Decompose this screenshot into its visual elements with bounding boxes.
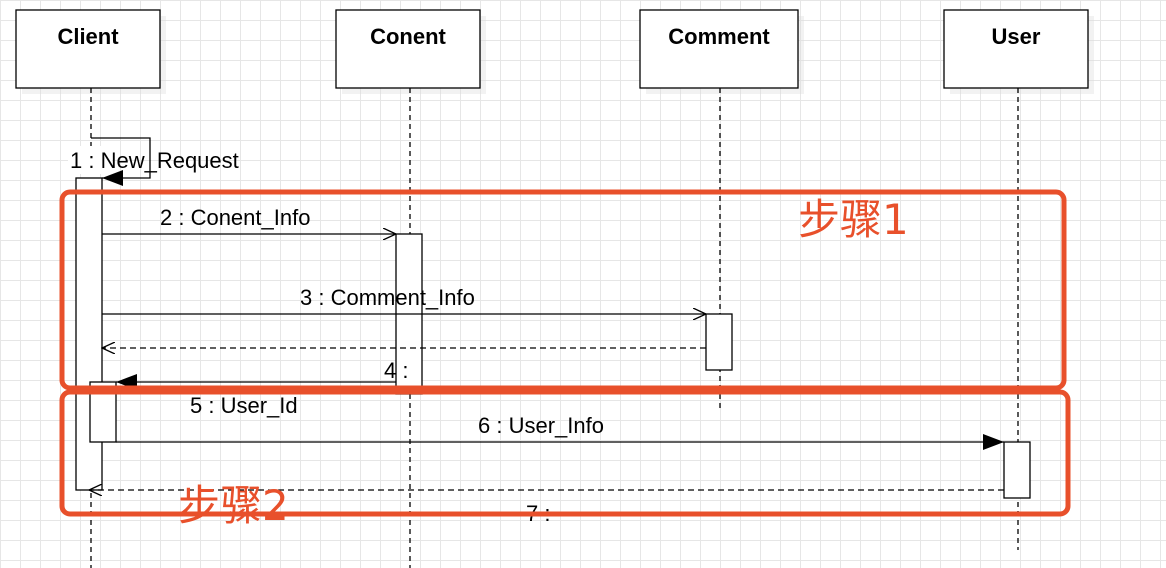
message-label: 2 : Conent_Info: [160, 205, 310, 230]
message-3[interactable]: 3 : Comment_Info: [102, 285, 706, 314]
activation-comment: [705, 313, 733, 371]
step-label: 步骤1: [798, 195, 909, 244]
message-1[interactable]: 1 : New_Request: [68, 137, 239, 186]
participant-label: Client: [57, 24, 119, 49]
activation-user: [1003, 441, 1031, 499]
step-2-highlight: 步骤2: [59, 389, 1071, 530]
message-label: 6 : User_Info: [478, 413, 604, 438]
participant-label: User: [992, 24, 1041, 49]
message-2[interactable]: 2 : Conent_Info: [102, 205, 396, 234]
participant-label: Conent: [370, 24, 446, 49]
message-label: 3 : Comment_Info: [300, 285, 475, 310]
participant-user[interactable]: User: [943, 9, 1094, 94]
message-label: 4 :: [384, 358, 408, 383]
activation-client: [75, 177, 103, 491]
participant-label: Comment: [668, 24, 770, 49]
participant-conent[interactable]: Conent: [335, 9, 486, 94]
message-4[interactable]: 4 :: [116, 358, 408, 390]
participant-comment[interactable]: Comment: [639, 9, 804, 94]
step-label: 步骤2: [178, 481, 289, 530]
message-6[interactable]: 6 : User_Info: [116, 413, 1004, 450]
message-5[interactable]: 5 : User_Id: [190, 393, 298, 418]
message-label: 1 : New_Request: [70, 148, 239, 173]
participant-client[interactable]: Client: [15, 9, 166, 94]
step-1-highlight: 步骤1: [59, 189, 1067, 391]
message-label: 5 : User_Id: [190, 393, 298, 418]
